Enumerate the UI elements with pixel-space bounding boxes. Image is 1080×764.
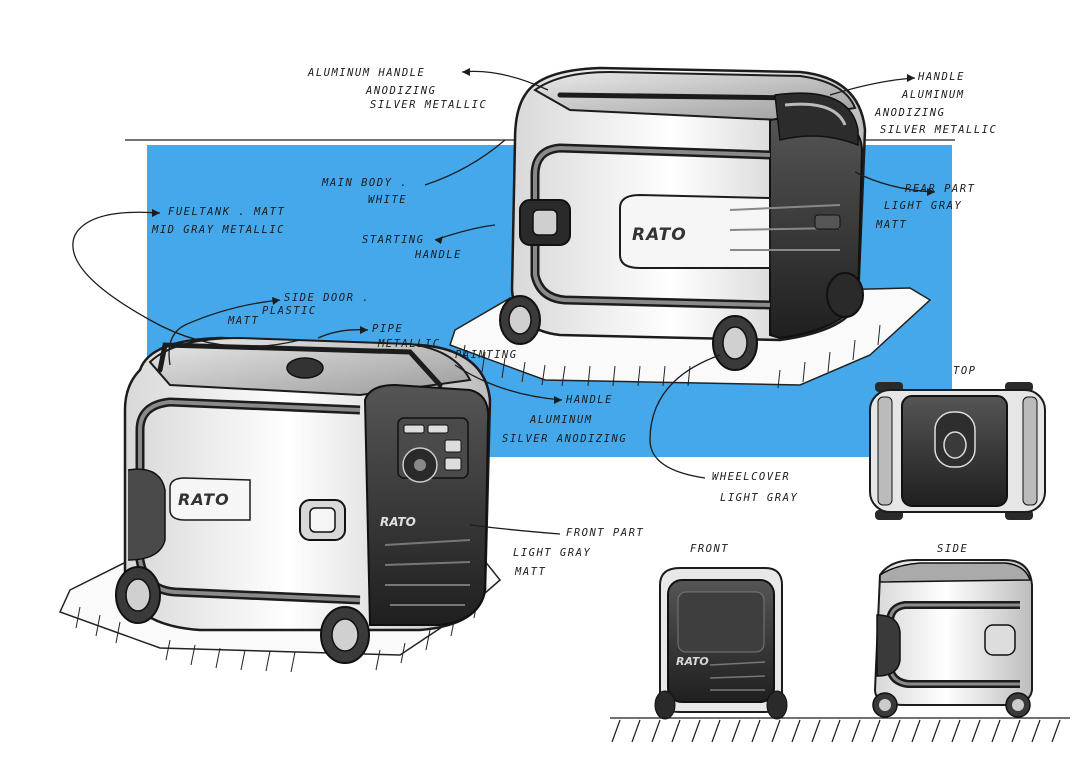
brand-logo-front-panel: RATO [380,515,416,529]
label-wheel-cover-2: LIGHT GRAY [720,492,799,504]
label-front-part-3: MATT [515,566,547,578]
ground-hatching [610,717,1070,743]
label-pipe-2: METALLIC [378,338,441,350]
label-rear-part-2: LIGHT GRAY [884,200,963,212]
label-front-part-2: LIGHT GRAY [513,547,592,559]
label-fuel-tank-1: FUELTANK . MATT [168,206,286,218]
label-rear-part-1: REAR PART [905,183,976,195]
brand-logo-front-view: RATO [676,655,709,668]
leader-lines [72,70,936,535]
brand-logo-rear: RATO [632,225,687,245]
label-aluminum-handle-2: ANODIZING [366,85,437,97]
label-pipe-3: PAINTING [455,349,518,361]
label-side-door-2: PLASTIC [262,305,317,317]
label-wheel-cover-1: WHEELCOVER [712,471,791,483]
label-front-part-1: FRONT PART [566,527,645,539]
label-starting-handle-1: STARTING [362,234,425,246]
label-aluminum-handle-1: ALUMINUM HANDLE [308,67,426,79]
generator-top-view [869,382,1046,520]
label-starting-handle-2: HANDLE [415,249,462,261]
view-title-side: SIDE [937,543,969,555]
generator-front-perspective [58,336,502,673]
generator-side-view [872,559,1033,718]
label-aluminum-handle-3: SILVER METALLIC [370,99,488,111]
brand-logo-front-side: RATO [178,490,230,509]
label-handle-3: SILVER ANODIZING [502,433,628,445]
label-handle-1: HANDLE [566,394,613,406]
label-fuel-tank-2: MID GRAY METALLIC [152,224,285,236]
label-side-door-1: SIDE DOOR . [284,292,371,304]
label-right-handle-3: ANODIZING [875,107,946,119]
label-right-handle-4: SILVER METALLIC [880,124,998,136]
leader-arrowheads [152,68,935,404]
view-title-top: TOP [953,365,977,377]
label-pipe-1: PIPE [372,323,404,335]
label-right-handle-2: ALUMINUM [902,89,965,101]
label-side-door-3: MATT [228,315,260,327]
label-handle-2: ALUMINUM [530,414,593,426]
label-rear-part-3: MATT [876,219,908,231]
label-right-handle-1: HANDLE [918,71,965,83]
generator-front-view [654,567,788,720]
label-main-body-2: WHITE [368,194,408,206]
label-main-body-1: MAIN BODY . [322,177,409,189]
view-title-front: FRONT [690,543,730,555]
generator-rear-perspective [449,66,932,389]
